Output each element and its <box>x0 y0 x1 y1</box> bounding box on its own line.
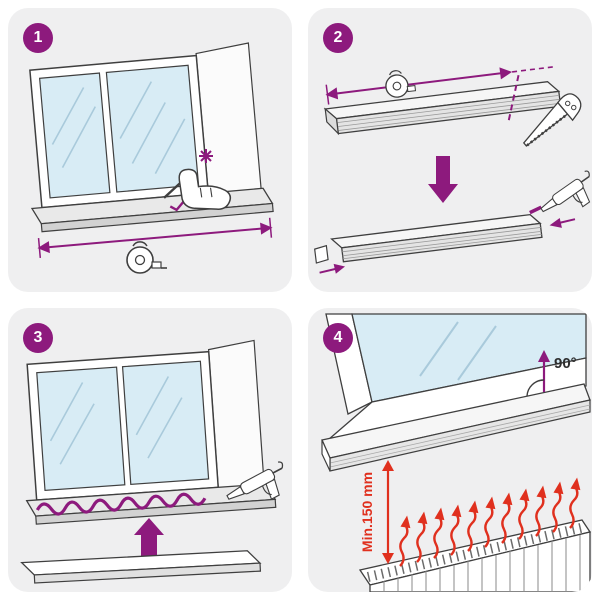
radiator-ribs <box>383 535 581 592</box>
sill-front <box>40 202 274 233</box>
step1-illustration <box>29 42 274 274</box>
window-pane-right <box>121 360 210 486</box>
length-dimension-arrow <box>325 66 554 105</box>
attach-arrow-right <box>549 218 576 228</box>
attach-arrow-left <box>319 263 346 274</box>
up-arrow <box>134 518 164 556</box>
step4-illustration: 90° <box>321 313 592 592</box>
installed-sill <box>321 383 591 472</box>
angle-annotation: 90° <box>526 350 577 397</box>
tape-measure-icon <box>126 241 167 274</box>
down-arrow <box>428 156 458 203</box>
glass-reflections <box>419 321 497 381</box>
angle-arc <box>526 379 545 397</box>
board-front <box>33 562 262 584</box>
window-frame-rail <box>325 357 587 442</box>
step-panel-3: 3 <box>8 308 292 592</box>
tape-measure-icon <box>385 70 417 98</box>
step-panel-4: 4 <box>308 308 592 592</box>
adhesive-squiggle <box>35 492 207 516</box>
width-dimension-arrow <box>37 217 273 259</box>
step2-illustration <box>314 66 591 274</box>
step-panel-1: 1 <box>8 8 292 292</box>
spark-icon <box>199 149 213 163</box>
cut-board-group <box>314 205 576 274</box>
step-badge-4: 4 <box>323 323 353 353</box>
angle-label: 90° <box>554 355 577 372</box>
board-end <box>324 107 340 136</box>
caulking-gun-icon <box>540 170 591 213</box>
window-pane-right <box>105 64 200 193</box>
step3-illustration <box>20 339 284 584</box>
end-cap-strip <box>314 244 329 264</box>
adhesive-bead <box>529 205 543 215</box>
min-distance-label: Min.150 mm <box>359 472 375 552</box>
min-distance-annotation: Min.150 mm <box>359 460 394 564</box>
new-sill-board <box>20 550 262 584</box>
step-badge-1: 1 <box>23 23 53 53</box>
sill-end <box>321 439 331 472</box>
glass-reflections <box>49 376 183 465</box>
window-scene <box>25 339 277 525</box>
board-ribs <box>336 94 561 131</box>
pencil-mark <box>169 199 186 212</box>
sill-ribs <box>329 404 591 468</box>
window-pane-left <box>38 72 111 199</box>
caulking-gun-icon <box>226 461 284 500</box>
step-badge-2: 2 <box>323 23 353 53</box>
glass-reflections <box>51 81 186 174</box>
radiator-front <box>369 531 591 592</box>
step-badge-3: 3 <box>23 323 53 353</box>
cut-line <box>507 74 520 123</box>
step-panel-2: 2 <box>308 8 592 292</box>
radiator <box>358 519 592 592</box>
window-closeup <box>325 313 587 442</box>
hand-marking-icon <box>163 168 232 210</box>
board-ribs <box>342 227 542 260</box>
window-scene <box>29 42 274 259</box>
uncut-board-group <box>323 66 562 136</box>
handsaw-icon <box>522 93 582 147</box>
